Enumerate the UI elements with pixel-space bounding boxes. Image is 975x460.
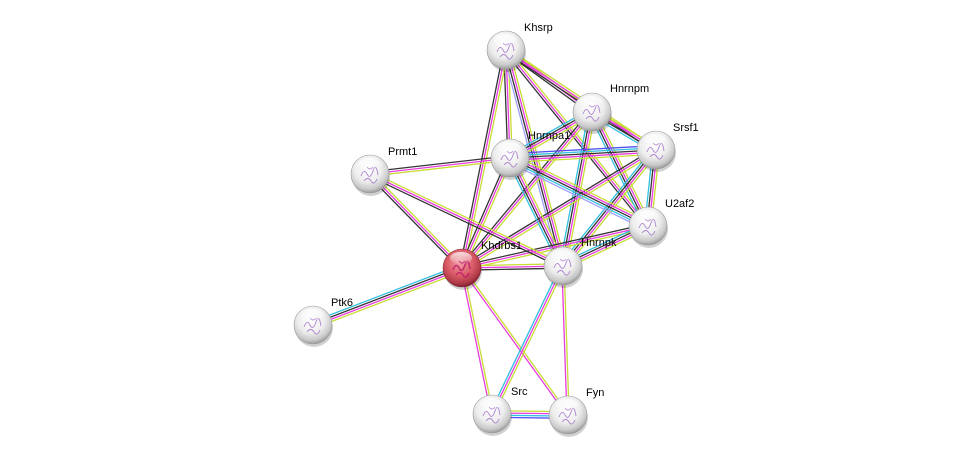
edge-evidence-coexpression — [459, 110, 591, 268]
node-srsf1[interactable]: Srsf1 — [636, 122, 699, 172]
edge-hnrnpk-fyn[interactable] — [561, 265, 570, 416]
node-prmt1[interactable]: Prmt1 — [350, 146, 417, 196]
edge-evidence-coexpression — [509, 157, 649, 227]
node-khsrp[interactable]: Khsrp — [486, 22, 553, 72]
node-u2af2[interactable]: U2af2 — [628, 198, 694, 248]
node-hnrnpk[interactable]: Hnrnpk — [543, 237, 617, 288]
node-src[interactable]: Src — [472, 386, 528, 436]
node-highlight — [494, 34, 516, 46]
edge-evidence-coexpression — [368, 175, 563, 269]
nodes-layer: KhsrpHnrnpmSrsf1Hnrnpa1Prmt1U2af2Khdrbs1… — [293, 22, 699, 437]
edge-prmt1-khdrbs1[interactable] — [367, 172, 465, 270]
edge-srsf1-hnrnpa1[interactable] — [509, 144, 657, 164]
edge-evidence-experiments — [461, 157, 511, 269]
edge-evidence-coexpression — [503, 50, 647, 228]
edge-evidence-textmining — [463, 158, 513, 270]
edge-evidence-experiments — [561, 266, 568, 416]
edge-srsf1-khdrbs1[interactable] — [460, 147, 658, 271]
edge-evidence-experiments — [563, 150, 658, 268]
edge-hnrnpk-src[interactable] — [489, 264, 566, 416]
edge-evidence-experiments — [510, 151, 657, 161]
edge-khsrp-u2af2[interactable] — [503, 48, 651, 228]
edge-evidence-textmining — [507, 48, 651, 226]
edge-evidence-homology — [509, 144, 656, 155]
node-highlight — [551, 250, 573, 262]
edge-evidence-databases — [311, 264, 462, 323]
edge-evidence-experiments — [460, 268, 492, 415]
edge-evidence-experiments — [491, 265, 564, 415]
edge-evidence-textmining — [463, 112, 595, 270]
node-label: Khdrbs1 — [481, 240, 522, 252]
edge-evidence-textmining — [493, 266, 566, 416]
edge-evidence-textmining — [462, 266, 570, 415]
edge-prmt1-hnrnpk[interactable] — [368, 171, 565, 269]
edge-evidence-experiments — [505, 49, 649, 227]
edge-evidence-coexpression — [460, 147, 656, 267]
edge-evidence-experiments — [461, 225, 649, 269]
node-highlight — [636, 210, 658, 222]
edge-evidence-textmining — [510, 153, 657, 164]
edge-hnrnpa1-u2af2[interactable] — [507, 153, 651, 231]
edge-evidence-coexpression — [312, 266, 462, 325]
node-highlight — [480, 398, 502, 410]
edge-evidence-textmining — [313, 270, 464, 329]
node-khdrbs1[interactable]: Khdrbs1 — [442, 240, 522, 290]
edge-evidence-coexpression — [369, 155, 510, 173]
edge-evidence-textmining — [462, 151, 658, 271]
node-highlight — [644, 134, 666, 146]
edge-evidence-coexpression — [461, 223, 648, 267]
edge-evidence-experiments — [506, 49, 565, 266]
node-highlight — [301, 309, 323, 321]
edge-evidence-coexpression — [459, 156, 509, 268]
edge-hnrnpa1-prmt1[interactable] — [369, 155, 511, 177]
edge-evidence-experiments — [313, 268, 463, 327]
node-highlight — [358, 158, 380, 170]
node-highlight — [580, 96, 602, 108]
node-highlight — [450, 252, 472, 264]
edge-hnrnpa1-khdrbs1[interactable] — [459, 156, 513, 270]
edge-evidence-experiments — [369, 157, 511, 175]
node-hnrnpm[interactable]: Hnrnpm — [572, 83, 649, 134]
edge-evidence-textmining — [508, 48, 567, 266]
edge-evidence-experiments — [461, 149, 657, 269]
edge-evidence-experiments — [460, 268, 568, 417]
edge-evidence-textmining — [371, 172, 465, 267]
node-label: Ptk6 — [331, 297, 353, 309]
node-label: Prmt1 — [388, 146, 417, 158]
node-label: Fyn — [586, 387, 604, 399]
node-highlight — [556, 399, 578, 411]
edge-evidence-databases — [508, 159, 648, 229]
edge-evidence-textmining — [463, 50, 509, 269]
node-label: Hnrnpa1 — [528, 130, 570, 142]
edge-evidence-experiments — [510, 155, 650, 225]
node-label: Srsf1 — [673, 122, 699, 134]
node-label: Hnrnpm — [610, 83, 649, 95]
edge-evidence-textmining — [370, 171, 565, 265]
edge-evidence-experiments — [369, 173, 564, 267]
edge-evidence-neighborhood — [507, 161, 647, 231]
edge-evidence-coexpression — [508, 158, 563, 267]
node-label: Hnrnpk — [581, 237, 617, 249]
node-highlight — [498, 142, 520, 154]
edge-evidence-experiments — [369, 173, 463, 269]
edge-evidence-coexpression — [367, 175, 461, 270]
node-label: Src — [511, 386, 528, 398]
node-ptk6[interactable]: Ptk6 — [293, 297, 353, 347]
edge-khdrbs1-ptk6[interactable] — [311, 264, 464, 329]
edge-evidence-databases — [559, 111, 590, 266]
node-hnrnpa1[interactable]: Hnrnpa1 — [490, 130, 570, 180]
edge-evidence-textmining — [370, 159, 511, 177]
node-label: Khsrp — [524, 22, 553, 34]
edge-evidence-coexpression — [509, 149, 657, 159]
edge-khdrbs1-fyn[interactable] — [460, 266, 570, 417]
edge-evidence-textmining — [563, 265, 570, 415]
edge-evidence-textmining — [511, 153, 651, 223]
node-fyn[interactable]: Fyn — [548, 387, 604, 437]
edge-evidence-databases — [509, 147, 656, 157]
edge-evidence-textmining — [462, 267, 494, 414]
node-label: U2af2 — [665, 198, 694, 210]
edge-evidence-databases — [489, 264, 562, 414]
edge-khdrbs1-src[interactable] — [460, 267, 494, 415]
